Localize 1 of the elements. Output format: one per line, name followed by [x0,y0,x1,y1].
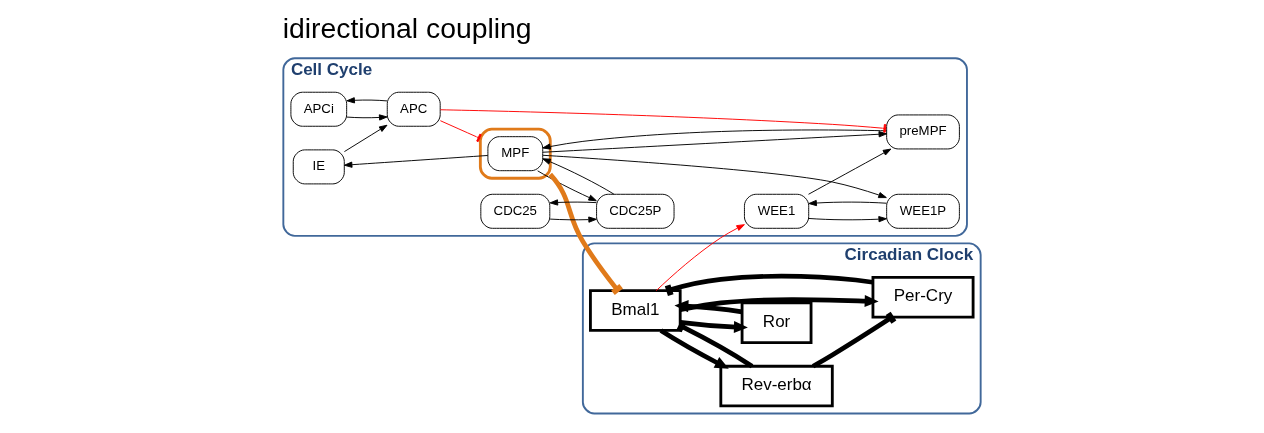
diagram-title: idirectional coupling [282,12,532,45]
